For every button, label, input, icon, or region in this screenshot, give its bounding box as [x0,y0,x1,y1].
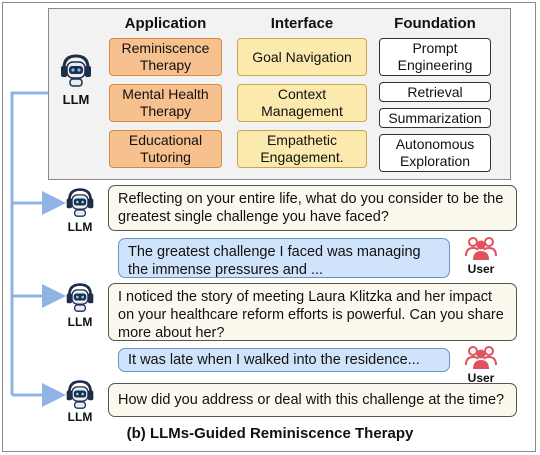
user-message-1: The greatest challenge I faced was manag… [118,238,450,278]
figure-caption: (b) LLMs-Guided Reminiscence Therapy [126,425,414,442]
llm-label: LLM [67,220,93,234]
fnd-prompt-engineering: Prompt Engineering [379,38,491,76]
llm-message-2: I noticed the story of meeting Laura Kli… [108,283,517,341]
robot-icon [66,380,94,409]
column-header-application: Application [124,15,207,32]
intf-goal-navigation: Goal Navigation [237,38,367,76]
user-label: User [467,262,495,276]
app-mental-health-therapy: Mental Health Therapy [109,84,222,122]
llm-message-1: Reflecting on your entire life, what do … [108,185,517,231]
arrow-trunk [10,91,48,395]
llm-label: LLM [67,315,93,329]
figure-frame [2,2,536,452]
user-label: User [467,371,495,385]
app-educational-tutoring: Educational Tutoring [109,130,222,168]
user-message-2: It was late when I walked into the resid… [118,348,450,372]
robot-icon [66,283,94,312]
intf-context-management: Context Management [237,84,367,122]
app-reminiscence-therapy: Reminiscence Therapy [109,38,222,76]
llm-message-3: How did you address or deal with this ch… [108,383,517,417]
fnd-autonomous-exploration: Autonomous Exploration [379,134,491,172]
intf-empathetic-engagement: Empathetic Engagement. [237,130,367,168]
fnd-summarization: Summarization [379,108,491,128]
llm-label: LLM [62,92,90,107]
robot-icon [61,54,91,87]
column-header-foundation: Foundation [394,15,476,32]
llm-label: LLM [67,410,93,424]
user-group-icon [465,346,497,369]
user-group-icon [465,237,497,260]
robot-icon [66,188,94,217]
column-header-interface: Interface [270,15,334,32]
fnd-retrieval: Retrieval [379,82,491,102]
